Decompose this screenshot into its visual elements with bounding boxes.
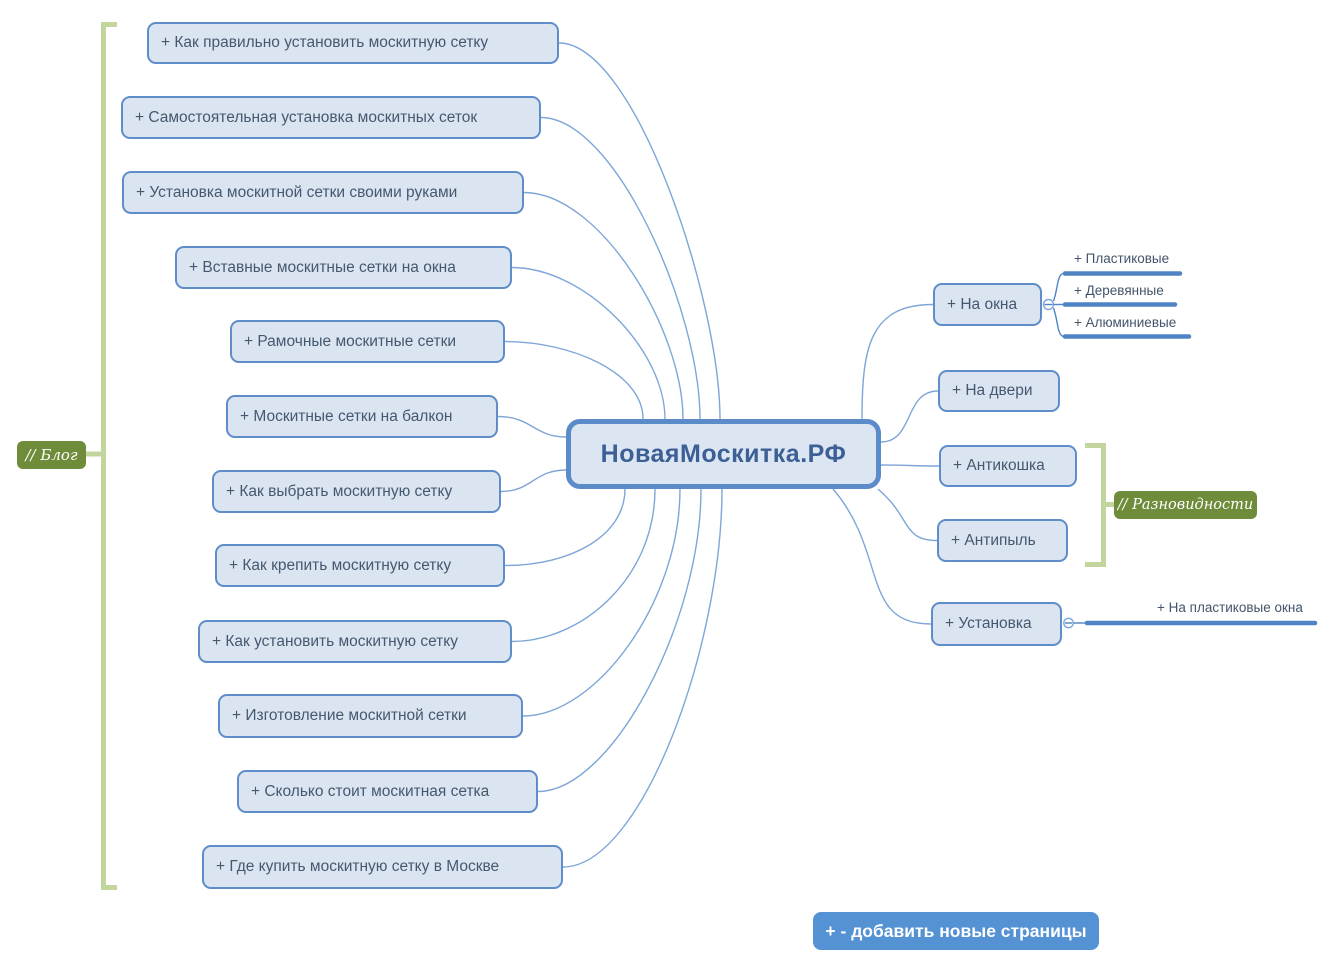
topic-node-anticat[interactable]: + Антикошка bbox=[939, 445, 1077, 487]
group-badge-varieties[interactable]: // Разновидности bbox=[1114, 491, 1257, 519]
connector-curve bbox=[500, 469, 567, 493]
leaf-node-wooden[interactable]: + Деревянные bbox=[1074, 283, 1164, 298]
add-pages-button[interactable]: + - добавить новые страницы bbox=[813, 912, 1099, 950]
topic-node-blog-10[interactable]: + Изготовление москитной сетки bbox=[218, 694, 523, 738]
connector-curve bbox=[511, 266, 666, 420]
connector-curve bbox=[877, 488, 938, 542]
topic-node-blog-5[interactable]: + Рамочные москитные сетки bbox=[230, 320, 505, 363]
topic-node-blog-8[interactable]: + Как крепить москитную сетку bbox=[215, 544, 505, 587]
connector-curve bbox=[504, 488, 626, 567]
topic-node-antidust[interactable]: + Антипыль bbox=[937, 519, 1068, 562]
blog-group-bracket bbox=[86, 22, 117, 890]
topic-node-installation[interactable]: + Установка bbox=[931, 602, 1062, 646]
topic-node-blog-7[interactable]: + Как выбрать москитную сетку bbox=[212, 470, 501, 513]
connector-curve bbox=[558, 42, 721, 420]
connector-curve bbox=[861, 303, 934, 420]
connector-curve bbox=[511, 488, 656, 643]
connector-curve bbox=[880, 464, 940, 467]
topic-node-blog-12[interactable]: + Где купить москитную сетку в Москве bbox=[202, 845, 563, 889]
connector-curve bbox=[562, 488, 723, 868]
topic-node-doors[interactable]: + На двери bbox=[938, 370, 1060, 412]
topic-node-blog-9[interactable]: + Как установить москитную сетку bbox=[198, 620, 512, 663]
connector-curve bbox=[522, 488, 681, 717]
connector-curve bbox=[832, 488, 932, 625]
connector-curve bbox=[540, 116, 701, 420]
connector-curve bbox=[523, 191, 684, 420]
leaf-node-plastic[interactable]: + Пластиковые bbox=[1074, 251, 1170, 266]
topic-node-blog-3[interactable]: + Установка москитной сетки своими рукам… bbox=[122, 171, 524, 214]
topic-node-blog-4[interactable]: + Вставные москитные сетки на окна bbox=[175, 246, 512, 289]
leaf-node-plastic-windows[interactable]: + На пластиковые окна bbox=[1157, 600, 1303, 615]
connector-fork bbox=[1052, 307, 1064, 338]
topic-node-blog-1[interactable]: + Как правильно установить москитную сет… bbox=[147, 22, 559, 64]
connector-curve bbox=[497, 415, 567, 438]
group-badge-blog[interactable]: // Блог bbox=[17, 441, 86, 469]
topic-node-windows[interactable]: + На окна bbox=[933, 283, 1042, 326]
connector-fork bbox=[1052, 272, 1064, 302]
topic-node-blog-11[interactable]: + Сколько стоит москитная сетка bbox=[237, 770, 538, 813]
connector-curve bbox=[537, 488, 702, 793]
topic-node-blog-2[interactable]: + Самостоятельная установка москитных се… bbox=[121, 96, 541, 139]
sections-group-bracket bbox=[1085, 443, 1114, 567]
leaf-node-aluminium[interactable]: + Алюминиевые bbox=[1074, 315, 1177, 330]
connector-curve bbox=[880, 390, 939, 443]
topic-node-blog-6[interactable]: + Москитные сетки на балкон bbox=[226, 395, 498, 438]
connector-curve bbox=[504, 340, 644, 420]
root-node[interactable]: НоваяМоскитка.РФ bbox=[566, 419, 881, 489]
